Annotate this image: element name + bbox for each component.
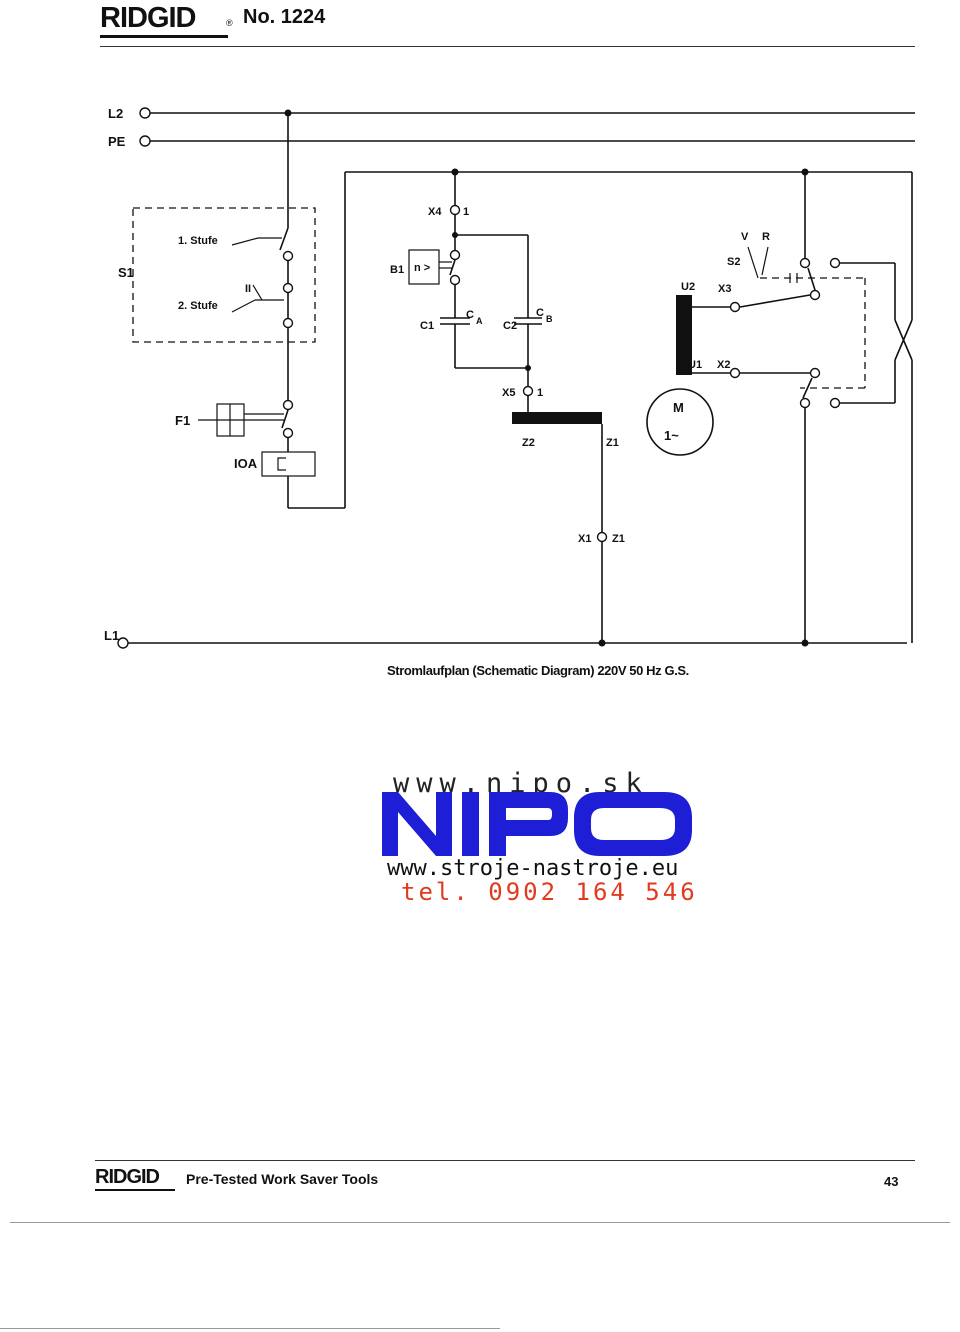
x1-pin: Z1: [612, 533, 625, 545]
scan-artifact-line: [10, 1222, 950, 1223]
terminal-x5: X5 1: [502, 368, 543, 412]
crossover-wiring: [840, 172, 913, 643]
watermark-url-bottom: www.stroje-nastroje.eu: [387, 856, 679, 881]
b1-symbol: n >: [414, 262, 430, 274]
rail-pe: PE: [108, 134, 915, 149]
header-document-number: No. 1224: [243, 6, 326, 28]
rail-pe-label: PE: [108, 134, 126, 149]
x4-label: X4: [428, 206, 442, 218]
winding-z: Z2 Z1: [512, 412, 619, 532]
header-brand-logo: RIDGID: [100, 2, 196, 34]
fuse-f1-label: F1: [175, 413, 190, 428]
s1-stage2-label: 2. Stufe: [178, 300, 218, 312]
footer-tagline: Pre-Tested Work Saver Tools: [186, 1171, 379, 1187]
watermark-phone: tel. 0902 164 546: [401, 878, 698, 906]
s2-v-label: V: [741, 231, 749, 243]
u1-label: U1: [688, 359, 702, 371]
x5-label: X5: [502, 387, 515, 399]
capacitor-c2: C2 C B: [503, 235, 553, 368]
ca-subscript: A: [476, 316, 483, 326]
cb-label: C: [536, 307, 544, 319]
motor-phase: 1~: [664, 428, 679, 443]
motor-m: M 1~ U2 U1: [646, 281, 730, 456]
u2-label: U2: [681, 281, 695, 293]
rail-l2: L2: [108, 106, 915, 121]
fuse-f1: F1: [175, 399, 294, 452]
ca-label: C: [466, 309, 474, 321]
rail-l1: L1: [104, 628, 907, 649]
c2-label: C2: [503, 320, 517, 332]
sensor-b1: B1 n >: [390, 249, 461, 318]
switch-s2: S2 V R X3 X2: [717, 172, 866, 647]
x5-pin: 1: [537, 387, 543, 399]
watermark-logo: [382, 792, 692, 856]
switch-s1-label: S1: [118, 265, 134, 280]
b1-label: B1: [390, 264, 404, 276]
terminal-x1: X1 Z1: [578, 531, 625, 647]
diagram-caption: Stromlaufplan (Schematic Diagram) 220V 5…: [387, 663, 689, 678]
footer-brand-underline: [95, 1189, 175, 1191]
z2-label: Z2: [522, 437, 535, 449]
z1-label: Z1: [606, 437, 619, 449]
s1-stage1-label: 1. Stufe: [178, 235, 218, 247]
rail-l2-label: L2: [108, 106, 123, 121]
ioa-label: IOA: [234, 456, 258, 471]
scan-artifact-line: [0, 1328, 500, 1329]
motor-label: M: [673, 400, 684, 415]
c1-label: C1: [420, 320, 434, 332]
x4-pin: 1: [463, 206, 469, 218]
s1-roman-label: II: [245, 283, 251, 295]
x2-label: X2: [717, 359, 730, 371]
s2-label: S2: [727, 256, 740, 268]
x3-label: X3: [718, 283, 731, 295]
footer-divider: [95, 1160, 915, 1161]
component-ioa: IOA: [234, 172, 346, 509]
capacitor-c1: C1 C A: [420, 309, 483, 368]
switch-s1: S1 1. Stufe 2. Stufe II: [118, 207, 316, 400]
header-divider: [100, 46, 915, 47]
x1-label: X1: [578, 533, 591, 545]
header-registered-mark: ®: [226, 18, 233, 28]
terminal-x4: X4 1: [428, 172, 528, 250]
footer-brand-logo: RIDGID: [95, 1166, 160, 1188]
rail-l1-label: L1: [104, 628, 119, 643]
header-brand-underline: [100, 35, 228, 38]
s2-r-label: R: [762, 231, 770, 243]
page-number: 43: [884, 1174, 899, 1189]
cb-subscript: B: [546, 314, 553, 324]
